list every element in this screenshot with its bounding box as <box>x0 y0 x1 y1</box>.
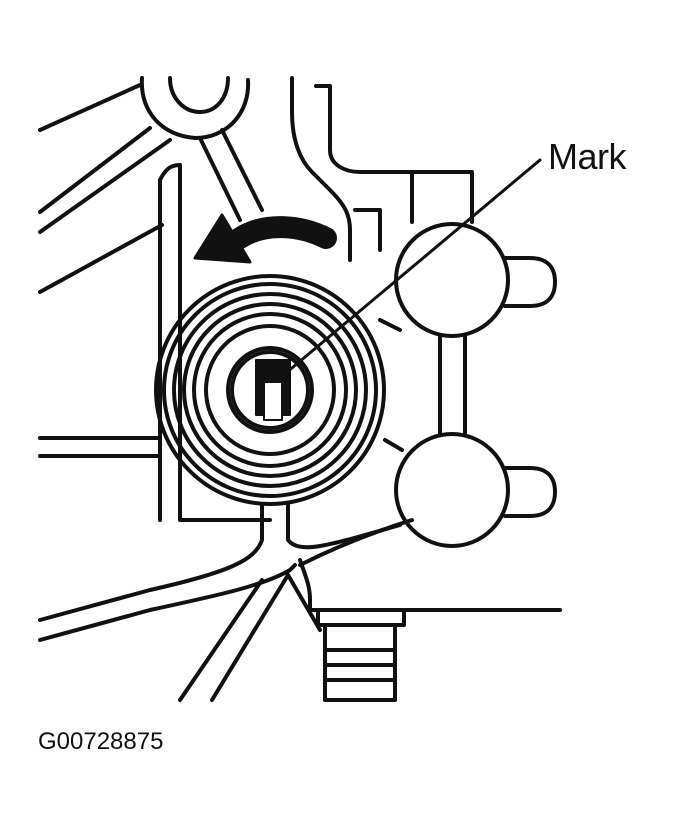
upper-left-arms <box>38 83 264 294</box>
concentric-rings <box>154 274 386 506</box>
left-rails <box>38 436 160 458</box>
housing-outline <box>158 76 412 522</box>
top-pivot-boss <box>139 76 251 140</box>
lower-linkage <box>38 503 414 702</box>
mark-label: Mark <box>548 136 627 177</box>
shaft-mark <box>255 359 291 421</box>
figure-code: G00728875 <box>38 728 164 755</box>
upper-tab <box>410 170 474 224</box>
rotation-arrow <box>193 213 337 264</box>
callout-leader-line <box>278 158 542 380</box>
lower-housing <box>298 558 562 702</box>
